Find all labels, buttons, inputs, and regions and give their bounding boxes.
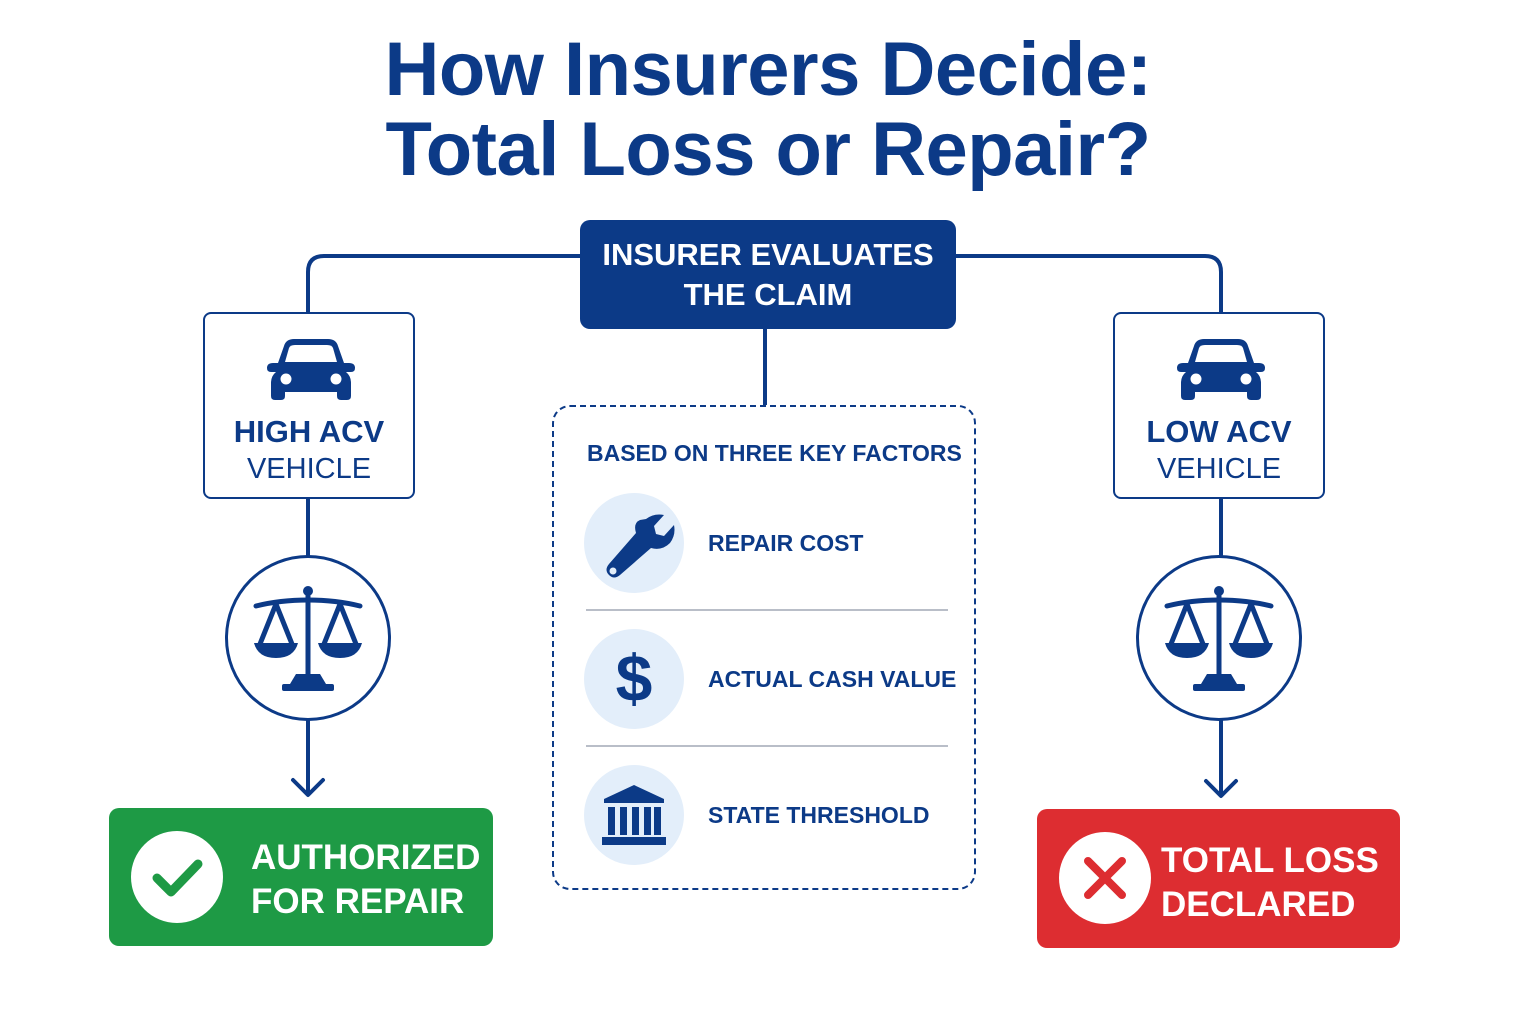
car-icon <box>267 339 355 400</box>
root-node-line-1: INSURER EVALUATES <box>602 236 934 272</box>
high-acv-vehicle-label: VEHICLE <box>246 453 372 485</box>
low-acv-label: LOW ACV <box>1146 414 1292 449</box>
loss-outcome-line-1: TOTAL LOSS <box>1161 841 1379 880</box>
factor-divider <box>586 609 948 611</box>
factor-item-state-threshold: STATE THRESHOLD <box>584 765 946 865</box>
outcome-total-loss-declared: TOTAL LOSS DECLARED <box>1037 809 1400 948</box>
repair-outcome-text: AUTHORIZED FOR REPAIR <box>251 836 480 924</box>
bank-building-icon <box>584 765 684 865</box>
outcome-authorized-for-repair: AUTHORIZED FOR REPAIR <box>109 808 493 946</box>
factor-item-repair-cost: REPAIR COST <box>584 493 946 593</box>
repair-outcome-line-2: FOR REPAIR <box>251 882 465 921</box>
right-decision-node <box>1136 555 1302 721</box>
arrow-right-to-loss <box>1204 719 1238 798</box>
connector-root-to-left <box>306 254 582 314</box>
wrench-icon <box>584 493 684 593</box>
factor-label-state-threshold: STATE THRESHOLD <box>708 802 930 828</box>
dollar-icon: $ <box>584 629 684 729</box>
arrow-left-to-repair <box>291 719 325 797</box>
loss-outcome-text: TOTAL LOSS DECLARED <box>1161 839 1379 927</box>
factor-divider <box>586 745 948 747</box>
page-title-line-1: How Insurers Decide: <box>384 27 1152 112</box>
key-factors-panel: BASED ON THREE KEY FACTORS REPAIR COST $… <box>552 405 976 890</box>
connector-root-to-right <box>954 254 1223 314</box>
page-title-line-2: Total Loss or Repair? <box>385 107 1151 192</box>
low-acv-vehicle-label: VEHICLE <box>1156 453 1282 485</box>
scales-icon <box>253 586 363 691</box>
car-icon <box>1177 339 1265 400</box>
factor-label-repair-cost: REPAIR COST <box>708 530 864 556</box>
loss-outcome-line-2: DECLARED <box>1161 885 1356 924</box>
low-acv-vehicle-node: LOW ACV VEHICLE <box>1113 312 1325 499</box>
factor-label-actual-cash-value: ACTUAL CASH VALUE <box>708 666 957 692</box>
check-icon <box>131 831 223 923</box>
svg-text:$: $ <box>616 641 653 715</box>
root-node-line-2: THE CLAIM <box>683 276 853 312</box>
x-icon <box>1059 832 1151 924</box>
high-acv-label: HIGH ACV <box>233 414 385 449</box>
left-decision-node <box>225 555 391 721</box>
scales-icon <box>1164 586 1274 691</box>
root-node-evaluates-claim: INSURER EVALUATES THE CLAIM <box>580 220 956 329</box>
high-acv-vehicle-node: HIGH ACV VEHICLE <box>203 312 415 499</box>
key-factors-heading: BASED ON THREE KEY FACTORS <box>587 440 962 466</box>
repair-outcome-line-1: AUTHORIZED <box>251 838 481 877</box>
factor-item-actual-cash-value: $ ACTUAL CASH VALUE <box>584 629 956 729</box>
